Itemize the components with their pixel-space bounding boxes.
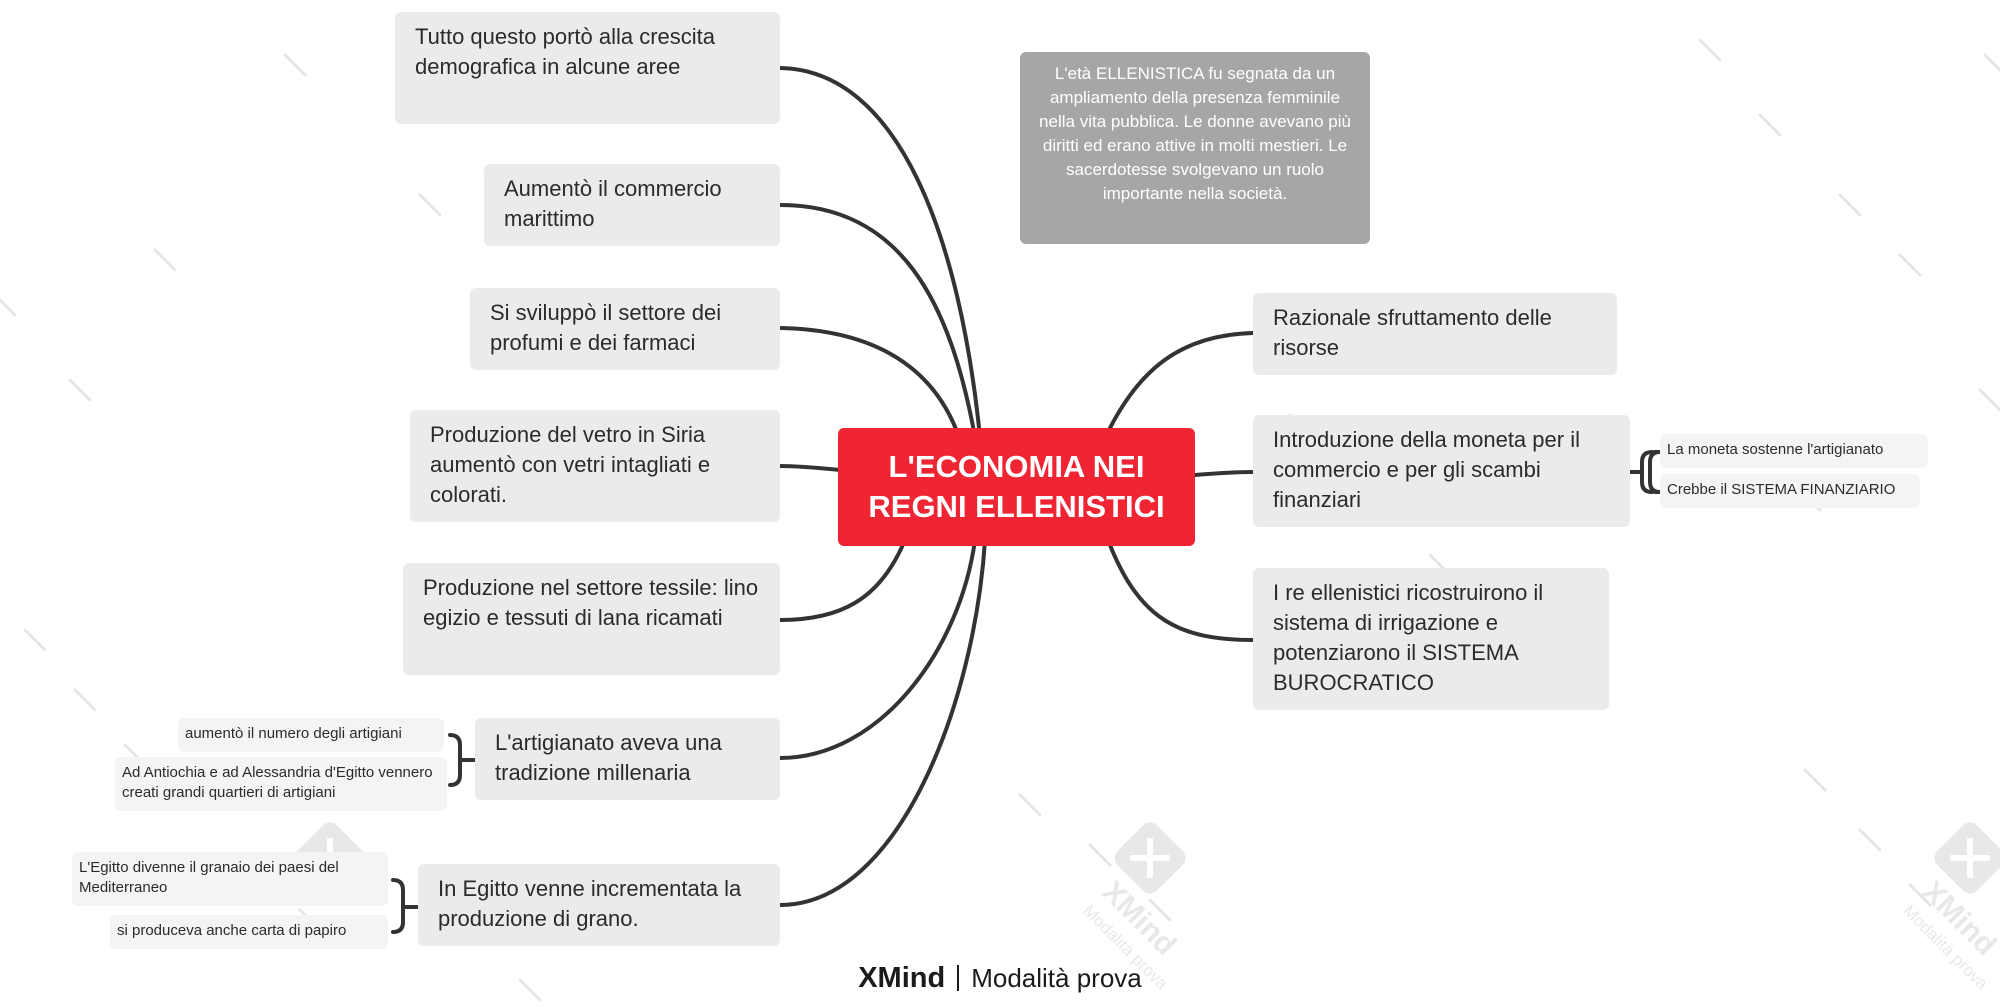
branch-line (1193, 470, 1255, 477)
trial-mode-label: Modalità prova (971, 962, 1142, 993)
subtopic-numero-artigiani[interactable]: aumentò il numero degli artigiani (178, 718, 444, 752)
subtopic-bracket (1648, 450, 1662, 494)
topic-settore-tessile[interactable]: Produzione nel settore tessile: lino egi… (403, 563, 780, 675)
topic-produzione-vetro[interactable]: Produzione del vetro in Siria aumentò co… (410, 410, 780, 522)
footer-brand: XMind Modalità prova (0, 958, 2000, 998)
central-topic-title: L'ECONOMIA NEI REGNI ELLENISTICI (868, 449, 1165, 524)
subtopic-label: Ad Antiochia e ad Alessandria d'Egitto v… (122, 764, 433, 801)
subtopic-bracket (391, 878, 420, 934)
topic-label: I re ellenistici ricostruirono il sistem… (1273, 580, 1544, 695)
subtopic-quartieri-artigiani[interactable]: Ad Antiochia e ad Alessandria d'Egitto v… (115, 757, 447, 811)
topic-commercio-marittimo[interactable]: Aumentò il commercio marittimo (484, 164, 780, 246)
topic-crescita-demografica[interactable]: Tutto questo portò alla crescita demogra… (395, 12, 780, 124)
topic-sfruttamento-risorse[interactable]: Razionale sfruttamento delle risorse (1253, 293, 1617, 375)
subtopic-carta-papiro[interactable]: si produceva anche carta di papiro (110, 915, 388, 949)
branch-line (778, 538, 977, 760)
topic-label: Produzione nel settore tessile: lino egi… (423, 575, 759, 630)
topic-label: Si sviluppò il settore dei profumi e dei… (490, 300, 722, 355)
subtopic-bracket (448, 733, 477, 787)
topic-label: L'artigianato aveva una tradizione mille… (495, 730, 722, 785)
subtopic-label: Crebbe il SISTEMA FINANZIARIO (1667, 481, 1896, 498)
subtopic-label: aumentò il numero degli artigiani (185, 725, 402, 742)
branch-line (1108, 543, 1255, 642)
central-topic[interactable]: L'ECONOMIA NEI REGNI ELLENISTICI (838, 428, 1195, 546)
subtopic-label: si produceva anche carta di papiro (117, 922, 347, 939)
topic-label: Produzione del vetro in Siria aumentò co… (430, 422, 711, 507)
branch-line (778, 538, 987, 907)
branch-line (778, 66, 982, 439)
topic-sistema-irrigazione[interactable]: I re ellenistici ricostruirono il sistem… (1253, 568, 1609, 710)
branch-line (778, 326, 962, 442)
divider (957, 965, 960, 991)
branch-line (778, 464, 842, 472)
note-eta-ellenistica[interactable]: L'età ELLENISTICA fu segnata da un ampli… (1020, 52, 1370, 244)
xmind-logo: XMind (858, 961, 946, 994)
subtopic-moneta-artigianato[interactable]: La moneta sostenne l'artigianato (1660, 434, 1928, 468)
subtopic-label: La moneta sostenne l'artigianato (1667, 441, 1884, 458)
branch-line (1108, 331, 1255, 430)
topic-label: Aumentò il commercio marittimo (504, 176, 722, 231)
topic-label: In Egitto venne incrementata la produzio… (438, 876, 742, 931)
branch-line (778, 538, 907, 622)
topic-produzione-grano[interactable]: In Egitto venne incrementata la produzio… (418, 864, 780, 946)
topic-artigianato[interactable]: L'artigianato aveva una tradizione mille… (475, 718, 780, 800)
subtopic-sistema-finanziario[interactable]: Crebbe il SISTEMA FINANZIARIO (1660, 474, 1920, 508)
branch-line (778, 203, 977, 439)
subtopic-bracket (1628, 450, 1654, 494)
topic-label: Tutto questo portò alla crescita demogra… (415, 24, 716, 79)
subtopic-granaio-mediterraneo[interactable]: L'Egitto divenne il granaio dei paesi de… (72, 852, 388, 906)
note-text: L'età ELLENISTICA fu segnata da un ampli… (1039, 64, 1351, 203)
topic-profumi-farmaci[interactable]: Si sviluppò il settore dei profumi e dei… (470, 288, 780, 370)
subtopic-label: L'Egitto divenne il granaio dei paesi de… (79, 859, 339, 896)
topic-label: Razionale sfruttamento delle risorse (1273, 305, 1552, 360)
topic-introduzione-moneta[interactable]: Introduzione della moneta per il commerc… (1253, 415, 1630, 527)
topic-label: Introduzione della moneta per il commerc… (1273, 427, 1580, 512)
